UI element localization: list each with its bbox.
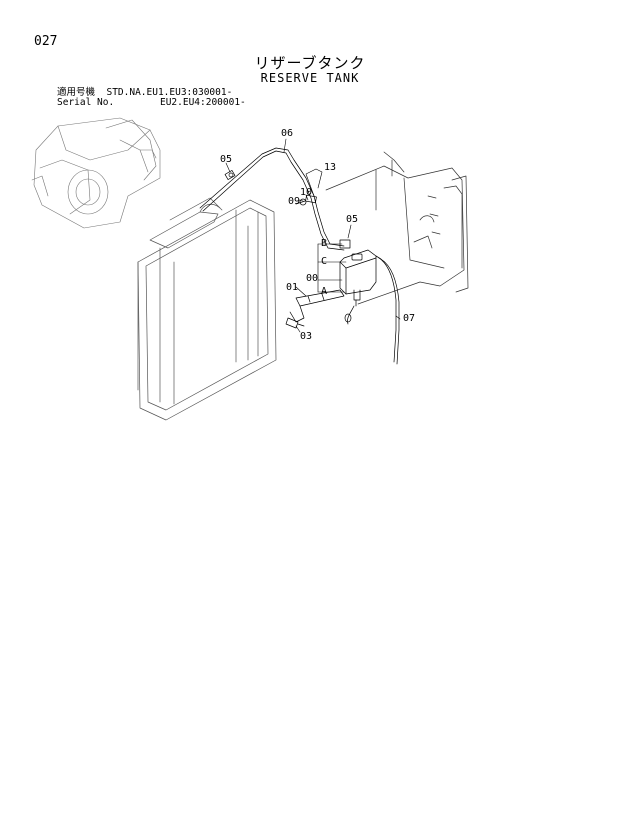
serial-block: 適用号機 STD.NA.EU1.EU3:030001- Serial No. E… [57, 88, 246, 108]
serial-line-1: STD.NA.EU1.EU3:030001- [106, 87, 233, 98]
radiator [137, 197, 277, 421]
tank-outlet-pipe [344, 305, 355, 325]
leader-lines [225, 138, 401, 333]
hose-clamps [224, 170, 351, 249]
callout-09: 09 [288, 196, 301, 207]
callout-03: 03 [300, 331, 313, 342]
page-number: 027 [34, 34, 58, 49]
callout-00: 00 [306, 273, 319, 284]
title-japanese: リザーブタンク [254, 54, 366, 72]
serial-row-2: Serial No. EU2.EU4:200001- [57, 98, 246, 108]
serial-label-jp: 適用号機 [57, 87, 96, 98]
callout-07: 07 [403, 313, 416, 324]
reserve-tank [339, 249, 377, 307]
mounting-bolt [285, 317, 305, 329]
callout-C: C [321, 256, 328, 267]
tank-bracket [289, 289, 345, 323]
serial-row-1: 適用号機 STD.NA.EU1.EU3:030001- [57, 88, 246, 98]
callout-10: 10 [300, 187, 313, 198]
callout-01: 01 [286, 282, 299, 293]
callout-13: 13 [324, 162, 337, 173]
callout-05-upper: 05 [220, 154, 233, 165]
engine-outline [31, 117, 161, 229]
drain-hose [375, 255, 400, 365]
callout-05-lower: 05 [346, 214, 359, 225]
overflow-hose [199, 147, 345, 251]
callout-A: A [321, 286, 328, 297]
support-frame [325, 151, 469, 305]
callout-06: 06 [281, 128, 294, 139]
callout-B: B [321, 238, 328, 249]
serial-label-en: Serial No. [57, 97, 115, 108]
serial-line-2: EU2.EU4:200001- [159, 97, 246, 108]
title-english: RESERVE TANK [260, 71, 360, 85]
